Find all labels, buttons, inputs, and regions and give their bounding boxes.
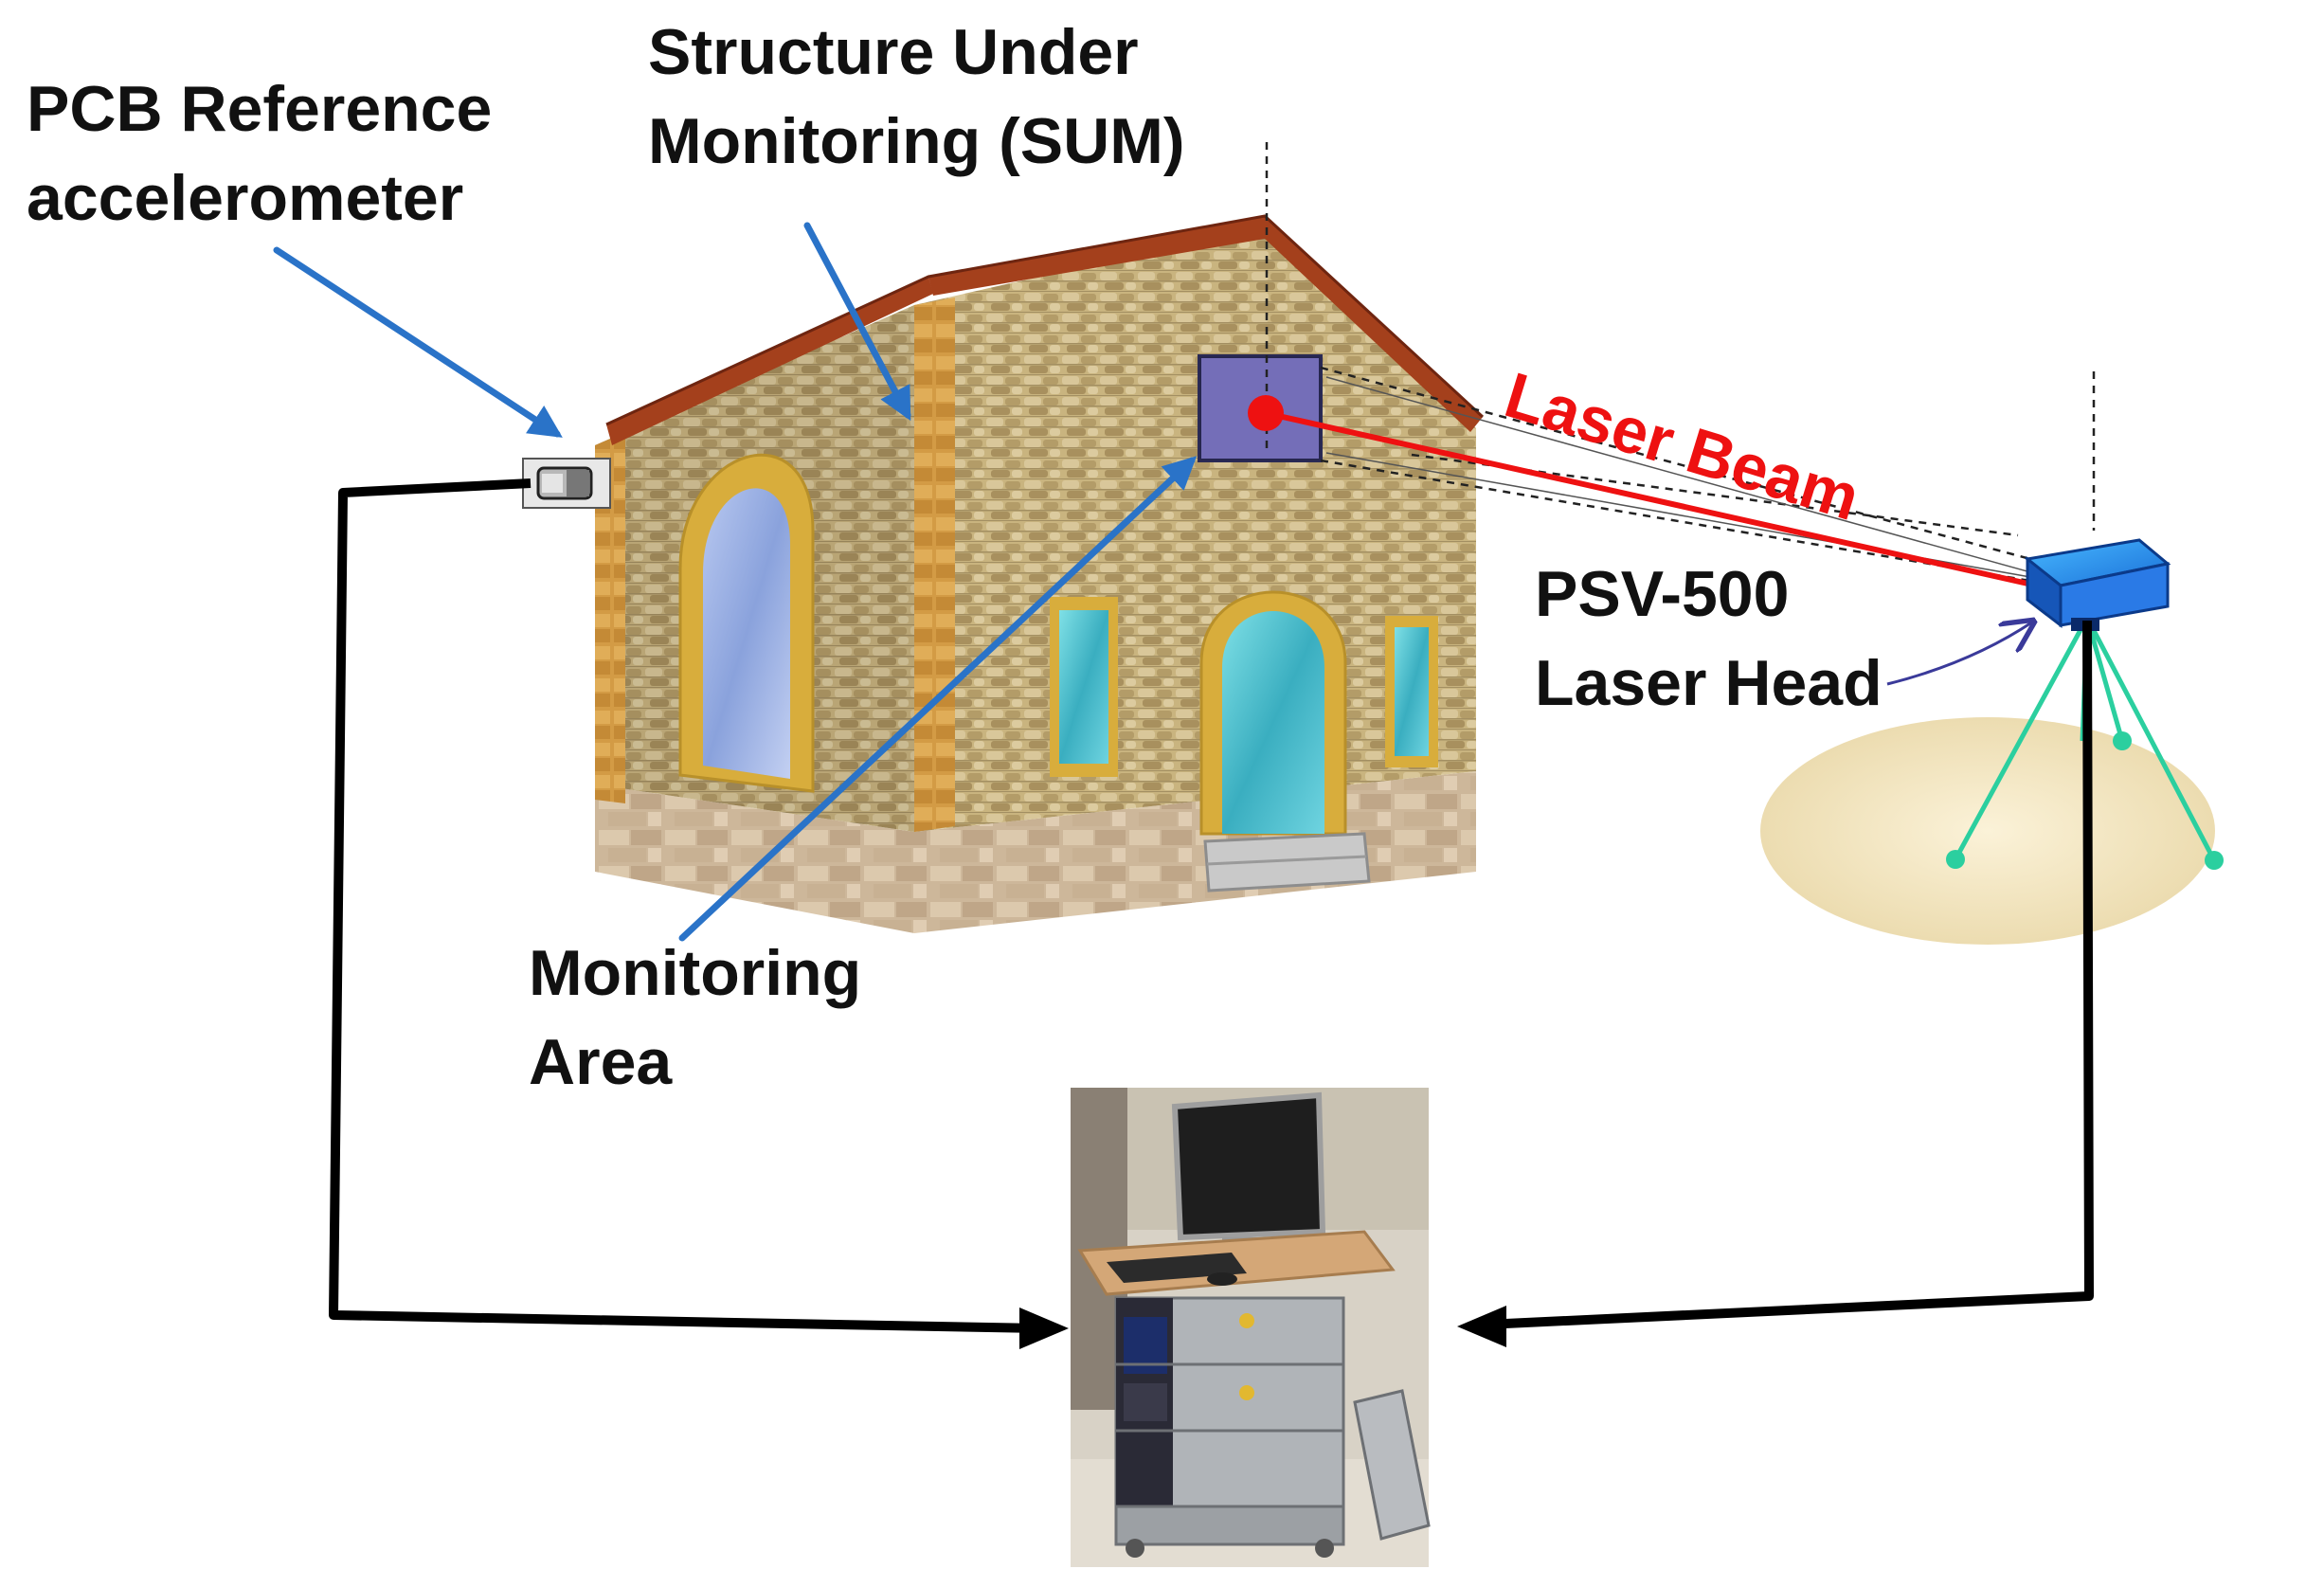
wire-laserhead-to-rack bbox=[1485, 620, 2094, 1329]
entrance-step bbox=[1203, 832, 1371, 893]
pointer-arrows bbox=[273, 222, 1198, 942]
laser-beam-line bbox=[1265, 410, 2033, 587]
arrow-to-accelerometer bbox=[273, 246, 563, 438]
wire-arrowhead-right bbox=[1457, 1306, 1506, 1347]
small-window-1-glass bbox=[1059, 610, 1108, 764]
label-sum-line-2: Monitoring (SUM) bbox=[648, 105, 1185, 177]
left-corner-quoins bbox=[595, 432, 625, 803]
arrow-to-laser-head bbox=[1886, 622, 2033, 686]
label-psv-500-laser-head: PSV-500 Laser Head bbox=[1535, 550, 1883, 728]
house-left-base bbox=[595, 784, 914, 933]
roof-front-edge bbox=[928, 216, 1483, 432]
acquisition-rack-icon bbox=[1071, 1088, 1431, 1567]
wire-accelerometer-to-rack bbox=[329, 478, 1041, 1333]
arched-door-glass bbox=[1222, 611, 1324, 834]
label-area-line-1: Monitoring bbox=[529, 937, 862, 1009]
laser-head-tripod-group bbox=[1760, 538, 2224, 945]
laser-spot bbox=[1248, 395, 1284, 431]
label-psv-line-2: Laser Head bbox=[1535, 647, 1883, 719]
label-area-line-2: Area bbox=[529, 1026, 673, 1098]
label-monitoring-area: Monitoring Area bbox=[529, 929, 861, 1107]
wire-arrowhead-left bbox=[1019, 1307, 1069, 1349]
stone-house-icon bbox=[595, 214, 1485, 933]
label-structure-under-monitoring: Structure Under Monitoring (SUM) bbox=[648, 8, 1185, 186]
arrow-to-monitoring-area bbox=[678, 456, 1198, 942]
large-arched-window-glass bbox=[703, 488, 790, 779]
label-psv-line-1: PSV-500 bbox=[1535, 558, 1790, 630]
laser-head-icon bbox=[2024, 538, 2171, 631]
arrow-to-structure bbox=[803, 222, 911, 422]
label-pcb-reference-accelerometer: PCB Reference accelerometer bbox=[27, 64, 492, 243]
label-sum-line-1: Structure Under bbox=[648, 16, 1139, 88]
front-corner-quoins bbox=[914, 298, 955, 832]
label-pcb-line-1: PCB Reference bbox=[27, 73, 493, 145]
label-pcb-line-2: accelerometer bbox=[27, 162, 464, 234]
roof-left-edge bbox=[606, 277, 933, 445]
signal-wires bbox=[329, 478, 2094, 1333]
ground-ellipse bbox=[1760, 717, 2215, 945]
accelerometer-sensor-icon bbox=[522, 458, 611, 509]
small-window-2-glass bbox=[1395, 627, 1429, 756]
